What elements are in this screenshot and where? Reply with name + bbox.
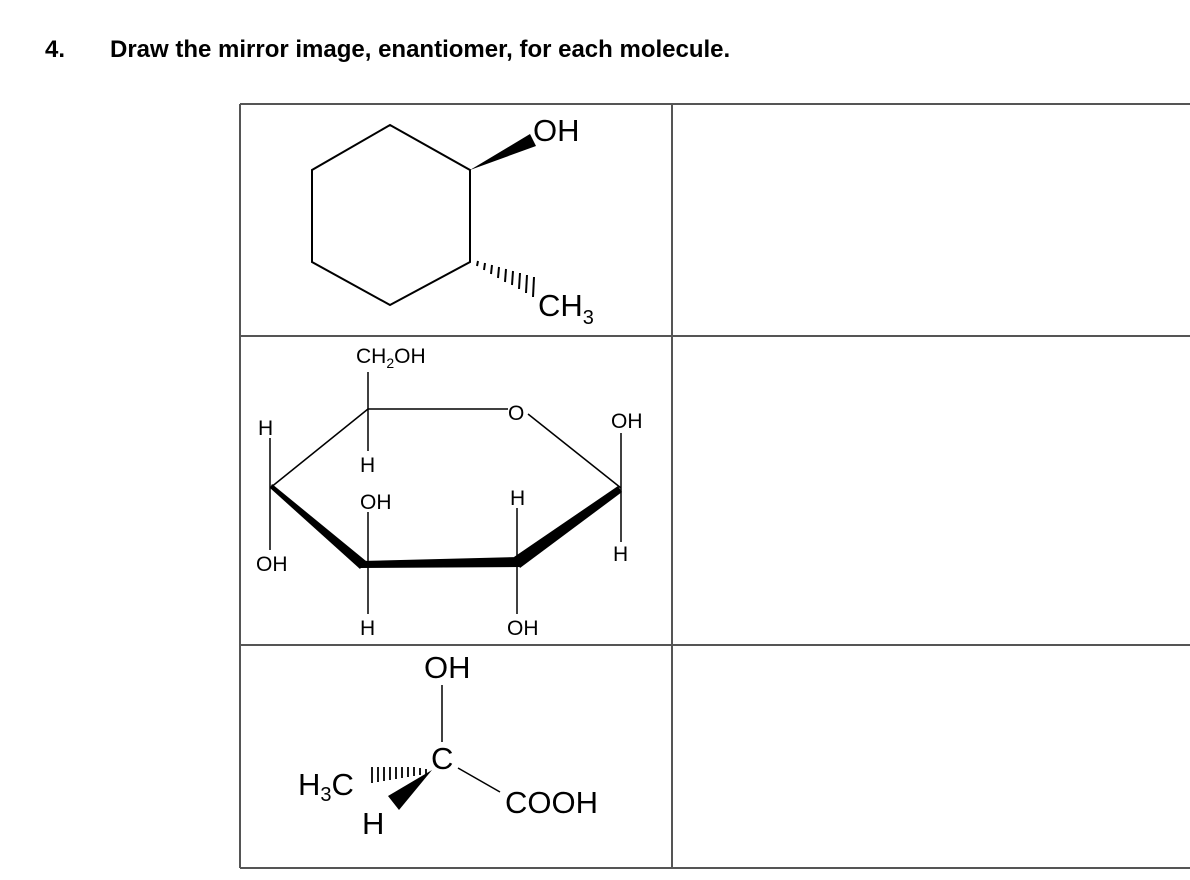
c2-oh-label: OH: [507, 617, 539, 640]
question-number: 4.: [45, 36, 66, 63]
c3-h-label: H: [360, 617, 375, 640]
ring-front-bottom-bond: [360, 557, 520, 568]
oh-label: OH: [533, 113, 580, 148]
ring-front-right-bond: [514, 486, 622, 568]
c4-h-label: H: [258, 417, 273, 440]
chiral-carbon-label: C: [431, 741, 453, 776]
c1-oh-label: OH: [611, 410, 643, 433]
oh-label: OH: [424, 650, 471, 685]
h-label: H: [362, 806, 384, 841]
wedge-bond: [388, 770, 432, 810]
hashed-bond: [476, 260, 535, 298]
c-cooh-bond: [457, 767, 501, 793]
hashed-bond: [371, 767, 427, 783]
substituent-bonds: [269, 372, 622, 614]
ring-front-left-bond: [270, 484, 366, 569]
cooh-label: COOH: [505, 785, 598, 820]
c2-h-label: H: [510, 487, 525, 510]
ring-oxygen-label: O: [508, 402, 524, 425]
h3c-label: H3C: [298, 767, 354, 806]
ch2oh-label: CH2OH: [356, 345, 426, 371]
c1-h-label: H: [613, 543, 628, 566]
wedge-bond: [470, 134, 536, 170]
c4-oh-label: OH: [256, 553, 288, 576]
c3-oh-label: OH: [360, 491, 392, 514]
c5-h-label: H: [360, 454, 375, 477]
question-prompt: Draw the mirror image, enantiomer, for e…: [110, 36, 731, 63]
ring-back-bonds: [269, 408, 622, 489]
ch3-label: CH3: [538, 288, 594, 329]
